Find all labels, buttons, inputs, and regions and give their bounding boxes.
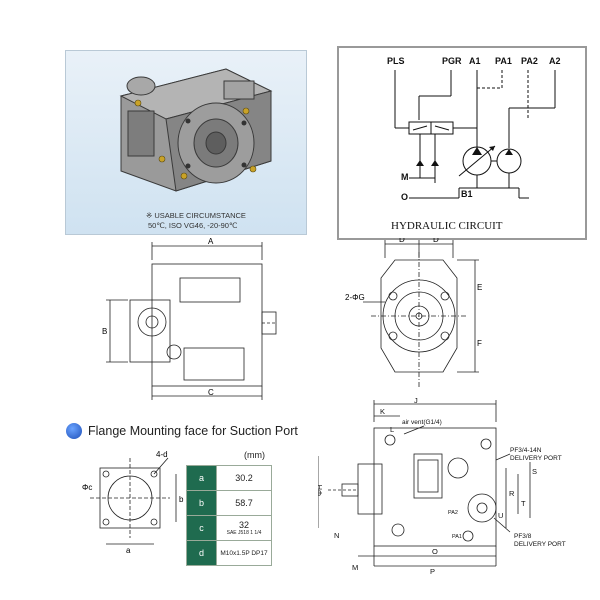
label-pa2: PA2 (448, 510, 458, 516)
usable-note-line2: 50℃, ISO VG46, -20-90℃ (148, 221, 238, 230)
dim-e: E (477, 283, 482, 292)
port-a2: A2 (549, 56, 561, 66)
pump-photo: ※ USABLE CIRCUMSTANCE 50℃, ISO VG46, -20… (119, 68, 273, 230)
dim-r: R (509, 489, 515, 498)
flange-title-row: Flange Mounting face for Suction Port (66, 423, 298, 439)
delivery-port-1-size: PF3/4-14N (510, 447, 542, 454)
dim-h: ΦH (318, 485, 324, 496)
table-row: d M10x1.5P DP17 (186, 540, 272, 566)
row-sub-text: SAE J518 1 1/4 (226, 530, 262, 536)
row-key: c (186, 515, 217, 541)
side-view-drawing: D D E F 2-ΦG (345, 238, 482, 388)
hydraulic-circuit-diagram: PLS PGR A1 PA1 PA2 A2 M O B1 (387, 56, 561, 232)
dim-t: T (521, 499, 526, 508)
dim-m: M (352, 563, 358, 572)
port-pa1: PA1 (495, 56, 512, 66)
dim-s: S (532, 467, 537, 476)
dim-u: U (498, 511, 503, 520)
port-pls: PLS (387, 56, 405, 66)
row-value-text: M10x1.5P DP17 (220, 549, 268, 557)
port-b1: B1 (461, 189, 473, 199)
dim-l: L (390, 425, 394, 434)
delivery-port-2-size: PF3/8 (514, 533, 532, 540)
usable-note-line1: ※ USABLE CIRCUMSTANCE (146, 211, 246, 220)
dim-hole: 2-ΦG (345, 293, 365, 302)
table-row: b 58.7 (186, 490, 272, 516)
dim-n: N (334, 531, 339, 540)
dim-d-left: D (399, 238, 405, 244)
bolt-label: 4-d (156, 450, 168, 459)
port-o: O (401, 192, 408, 202)
table-row: a 30.2 (186, 465, 272, 491)
bottom-view-drawing: J K L M N O P R S T U ΦH PA2 PA1 air ven… (318, 398, 566, 576)
row-key: a (186, 465, 217, 491)
dim-b-label: b (179, 495, 184, 504)
dim-k: K (380, 407, 385, 416)
dim-a: A (208, 238, 214, 246)
row-value-text: 30.2 (235, 473, 253, 483)
hydraulic-circuit-title: HYDRAULIC CIRCUIT (391, 220, 503, 232)
flange-drawing: 4-d Φc a b (82, 450, 184, 555)
flange-title: Flange Mounting face for Suction Port (88, 424, 298, 438)
row-value: 58.7 (216, 490, 272, 516)
port-pgr: PGR (442, 56, 462, 66)
delivery-port-1-label: DELIVERY PORT (510, 455, 562, 462)
dim-f: F (477, 339, 482, 348)
bullet-icon (66, 423, 82, 439)
row-key: b (186, 490, 217, 516)
dia-label: Φc (82, 483, 92, 492)
row-value-text: 32 (238, 520, 249, 530)
dim-a-label: a (126, 546, 131, 555)
label-pa1: PA1 (452, 534, 462, 540)
pump-photo-panel: ※ USABLE CIRCUMSTANCE 50℃, ISO VG46, -20… (65, 50, 307, 235)
port-m: M (401, 172, 409, 182)
dim-p: P (430, 567, 435, 576)
front-view-drawing: A B C (102, 238, 277, 400)
dim-b: B (102, 327, 107, 336)
row-value: 30.2 (216, 465, 272, 491)
dim-c: C (208, 388, 214, 397)
port-pa2: PA2 (521, 56, 538, 66)
row-value-text: 58.7 (235, 498, 253, 508)
dim-o: O (432, 547, 438, 556)
row-value: M10x1.5P DP17 (216, 540, 272, 566)
dim-d-right: D (433, 238, 439, 244)
dim-j: J (414, 398, 418, 405)
delivery-port-2-label: DELIVERY PORT (514, 541, 566, 548)
row-key: d (186, 540, 217, 566)
port-a1: A1 (469, 56, 481, 66)
unit-label: (mm) (244, 450, 265, 460)
air-vent-label: air vent(G1/4) (402, 419, 442, 426)
hydraulic-circuit-panel: PLS PGR A1 PA1 PA2 A2 M O B1 (337, 46, 587, 240)
